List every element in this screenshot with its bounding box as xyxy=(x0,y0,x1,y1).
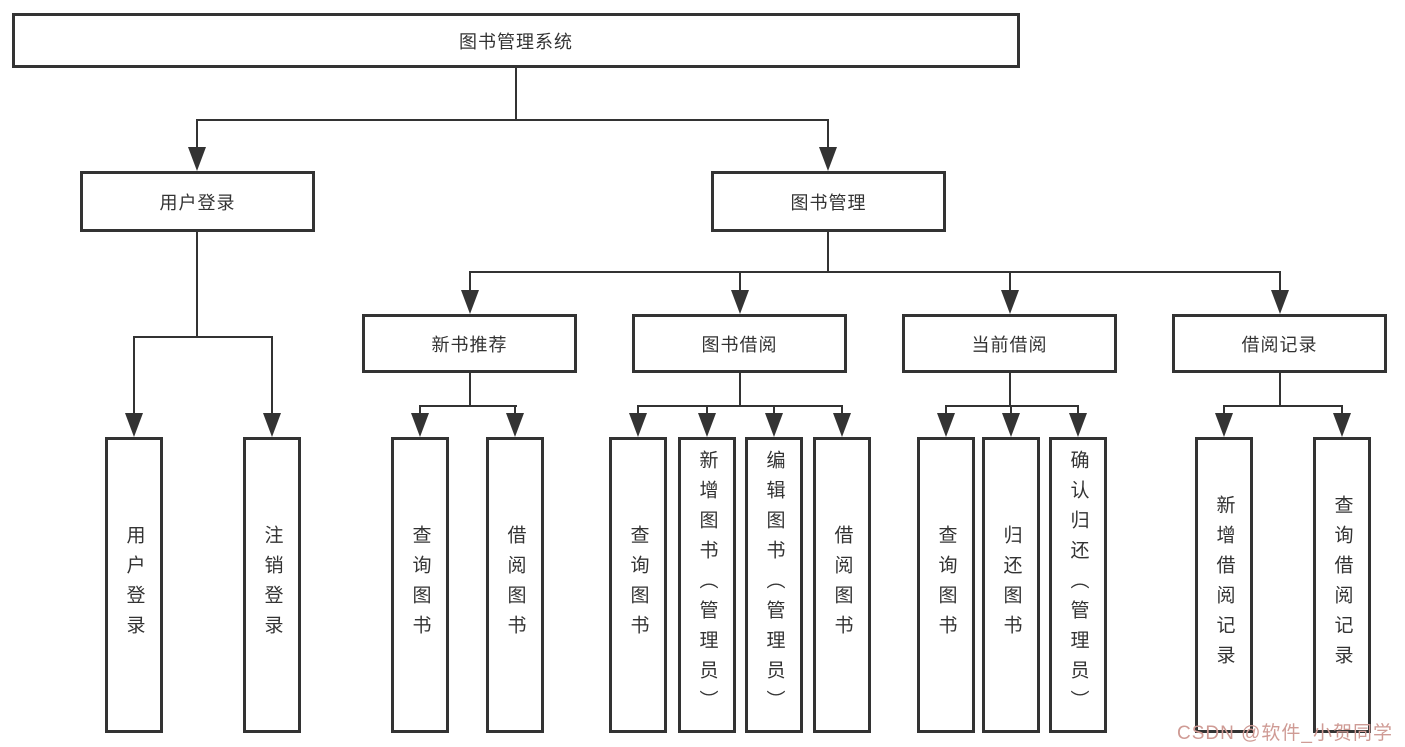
connector-vline xyxy=(773,405,775,415)
connector-vline xyxy=(1009,271,1011,292)
leaf-query-borrow-record: 查询借阅记录 xyxy=(1313,437,1371,733)
connector-vline xyxy=(945,405,947,415)
connector-vline xyxy=(739,271,741,292)
connector-vline xyxy=(515,68,517,120)
arrow-down-icon xyxy=(188,147,206,171)
connector-hline xyxy=(945,405,1079,407)
connector-vline xyxy=(1279,271,1281,292)
arrow-down-icon xyxy=(819,147,837,171)
connector-vline xyxy=(1010,405,1012,415)
node-label: 当前借阅 xyxy=(971,334,1048,355)
node-book-borrowing: 图书借阅 xyxy=(632,314,847,373)
arrow-down-icon xyxy=(1001,290,1019,314)
arrow-down-icon xyxy=(833,413,851,437)
connector-vline xyxy=(1279,373,1281,407)
connector-hline xyxy=(196,119,829,121)
node-label: 新增图书（管理员） xyxy=(696,450,718,720)
arrow-down-icon xyxy=(1069,413,1087,437)
arrow-down-icon xyxy=(629,413,647,437)
node-label: 用户登录 xyxy=(123,525,145,645)
connector-vline xyxy=(1341,405,1343,415)
leaf-return-books: 归还图书 xyxy=(982,437,1040,733)
connector-vline xyxy=(514,405,516,415)
connector-vline xyxy=(1009,373,1011,407)
connector-hline xyxy=(419,405,517,407)
node-book-management-system: 图书管理系统 xyxy=(12,13,1020,68)
arrow-down-icon xyxy=(698,413,716,437)
leaf-edit-books-admin: 编辑图书（管理员） xyxy=(745,437,803,733)
node-label: 查询借阅记录 xyxy=(1331,495,1353,675)
connector-vline xyxy=(827,119,829,149)
arrow-down-icon xyxy=(125,413,143,437)
arrow-down-icon xyxy=(1002,413,1020,437)
arrow-down-icon xyxy=(263,413,281,437)
leaf-confirm-return-admin: 确认归还（管理员） xyxy=(1049,437,1107,733)
connector-hline xyxy=(469,271,1281,273)
connector-hline xyxy=(637,405,843,407)
arrow-down-icon xyxy=(506,413,524,437)
arrow-down-icon xyxy=(937,413,955,437)
node-label: 图书借阅 xyxy=(701,334,778,355)
node-new-book-recommendation: 新书推荐 xyxy=(362,314,577,373)
leaf-logout: 注销登录 xyxy=(243,437,301,733)
leaf-add-borrow-record: 新增借阅记录 xyxy=(1195,437,1253,733)
leaf-query-books-borrowing: 查询图书 xyxy=(609,437,667,733)
connector-vline xyxy=(419,405,421,415)
node-label: 用户登录 xyxy=(159,192,236,213)
arrow-down-icon xyxy=(1215,413,1233,437)
arrow-down-icon xyxy=(1333,413,1351,437)
connector-vline xyxy=(841,405,843,415)
node-label: 借阅图书 xyxy=(831,525,853,645)
connector-vline xyxy=(706,405,708,415)
arrow-down-icon xyxy=(731,290,749,314)
arrow-down-icon xyxy=(1271,290,1289,314)
arrow-down-icon xyxy=(461,290,479,314)
connector-vline xyxy=(469,373,471,407)
leaf-borrow-books-borrowing: 借阅图书 xyxy=(813,437,871,733)
leaf-add-books-admin: 新增图书（管理员） xyxy=(678,437,736,733)
csdn-watermark: CSDN @软件_小贺同学 xyxy=(1177,723,1393,744)
node-label: 查询图书 xyxy=(627,525,649,645)
connector-hline xyxy=(133,336,273,338)
node-user-login-group: 用户登录 xyxy=(80,171,315,232)
node-label: 注销登录 xyxy=(261,525,283,645)
node-book-management-group: 图书管理 xyxy=(711,171,946,232)
node-label: 归还图书 xyxy=(1000,525,1022,645)
connector-vline xyxy=(271,336,273,415)
leaf-query-books-newbook: 查询图书 xyxy=(391,437,449,733)
node-label: 编辑图书（管理员） xyxy=(763,450,785,720)
node-borrowing-records: 借阅记录 xyxy=(1172,314,1387,373)
leaf-borrow-books-newbook: 借阅图书 xyxy=(486,437,544,733)
connector-vline xyxy=(469,271,471,292)
leaf-query-books-current: 查询图书 xyxy=(917,437,975,733)
connector-vline xyxy=(196,119,198,149)
connector-vline xyxy=(637,405,639,415)
node-label: 确认归还（管理员） xyxy=(1067,450,1089,720)
node-label: 图书管理系统 xyxy=(459,31,573,52)
connector-vline xyxy=(1223,405,1225,415)
connector-vline xyxy=(133,336,135,415)
node-label: 图书管理 xyxy=(790,192,867,213)
node-label: 查询图书 xyxy=(409,525,431,645)
node-label: 借阅图书 xyxy=(504,525,526,645)
arrow-down-icon xyxy=(765,413,783,437)
arrow-down-icon xyxy=(411,413,429,437)
leaf-user-login: 用户登录 xyxy=(105,437,163,733)
connector-vline xyxy=(196,232,198,338)
connector-vline xyxy=(827,232,829,273)
node-current-borrowing: 当前借阅 xyxy=(902,314,1117,373)
node-label: 借阅记录 xyxy=(1241,334,1318,355)
connector-hline xyxy=(1223,405,1343,407)
node-label: 新增借阅记录 xyxy=(1213,495,1235,675)
connector-vline xyxy=(1077,405,1079,415)
node-label: 查询图书 xyxy=(935,525,957,645)
connector-vline xyxy=(739,373,741,407)
node-label: 新书推荐 xyxy=(431,334,508,355)
